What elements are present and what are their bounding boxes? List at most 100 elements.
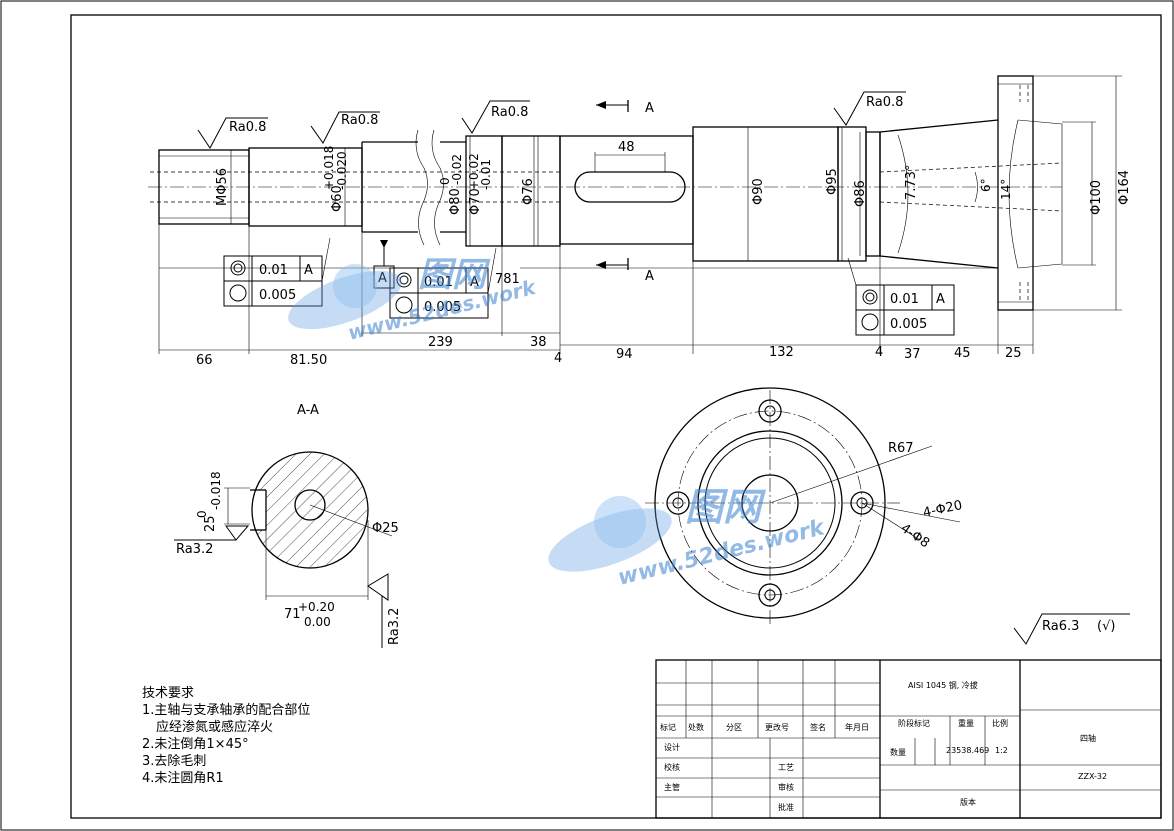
length-dimensions: 781 66 81.50 239 38 4 94 132 4 37 45 25 [158, 224, 1034, 368]
dim-38: 38 [530, 335, 547, 350]
dim-239: 239 [428, 335, 453, 350]
keyway-slot [574, 171, 686, 203]
section-depth-tol-low: 0.00 [304, 615, 331, 629]
tolerance-frame-2: A 0.01 A 0.005 [373, 240, 497, 319]
tol-f2-ref: A [470, 275, 479, 290]
dim-m56: MΦ56 [215, 168, 230, 206]
dim-4a: 4 [554, 351, 562, 366]
tol-datum-a: A [378, 271, 387, 286]
roughness-general: Ra6.3 [1042, 619, 1079, 634]
bolt-hole-top [758, 399, 782, 423]
dim-d80-tol-low: 0 [438, 177, 452, 185]
dim-d80: Φ80 [448, 188, 463, 215]
tb-drawing-no: ZZX-32 [1078, 772, 1107, 781]
note-item: 2.未注倒角1×45° [142, 737, 249, 752]
tb-h-count: 处数 [688, 722, 704, 732]
dim-d60-tol-up: +0.018 [322, 146, 336, 190]
dim-81-50: 81.50 [290, 353, 327, 368]
tb-design: 设计 [664, 742, 680, 752]
section-depth: 71 [284, 607, 301, 622]
section-outline [251, 451, 369, 569]
dim-781: 781 [495, 272, 520, 287]
tol-f1-value: 0.01 [259, 263, 288, 278]
tb-h-stage: 阶段标记 [898, 718, 930, 728]
dim-angle-6: 6° [979, 178, 993, 192]
tb-h-scale: 比例 [992, 718, 1008, 728]
note-item: 1.主轴与支承轴承的配合部位 [142, 703, 311, 718]
dim-d100: Φ100 [1089, 180, 1104, 215]
tb-quantity: 数量 [890, 747, 906, 757]
dim-4b: 4 [875, 345, 883, 360]
break-line [415, 129, 428, 246]
tb-material: AISI 1045 钢, 冷拔 [908, 680, 978, 690]
diameter-dimensions: MΦ56 Φ60 +0.018 -0.020 Φ80 0 -0.02 Φ70 +… [215, 75, 1132, 311]
watermark-globe-icon [288, 270, 402, 330]
section-key-tol-low: -0.018 [209, 471, 223, 510]
section-roughness-1: Ra3.2 [176, 542, 213, 557]
technical-notes: 技术要求 1.主轴与支承轴承的配合部位 应经渗氮或感应淬火 2.未注倒角1×45… [142, 685, 310, 787]
dim-d95: Φ95 [825, 168, 840, 195]
title-block: AISI 1045 钢, 冷拔 四轴 ZZX-32 标记 处数 分区 更改号 签… [655, 659, 1162, 819]
dim-37: 37 [904, 347, 921, 362]
tb-weight: 23538.469 [946, 746, 989, 755]
watermark: 图网 www.52des.work 图网 www.52des.work [288, 255, 828, 591]
tolerance-frame-3: 0.01 A 0.005 [847, 257, 955, 336]
flange-holes-8: 4-Φ8 [898, 521, 932, 551]
section-view-a-a: A-A Φ25 25 0 -0.018 71 +0.20 0.00 Ra3.2 … [174, 403, 402, 648]
cut-label-bottom: A [645, 269, 654, 284]
roughness-general-suffix: (√) [1097, 619, 1115, 634]
flange-end-view: R67 4-Φ20 4-Φ8 [645, 387, 964, 625]
tol-f1b-value: 0.005 [259, 288, 296, 303]
dim-d70-tol-low: -0.01 [479, 159, 493, 190]
section-key-width: 25 [203, 515, 218, 532]
dim-d60: Φ60 [330, 185, 345, 212]
tb-check: 校核 [664, 762, 680, 772]
dim-d60-tol-low: -0.020 [335, 151, 349, 190]
dim-angle-14: 14° [999, 179, 1013, 200]
notes-title: 技术要求 [142, 686, 195, 701]
tb-approve: 批准 [778, 802, 794, 812]
tol-f3-ref: A [936, 292, 945, 307]
tb-h-change: 更改号 [765, 722, 789, 732]
watermark-logo-2: 图网 [685, 485, 766, 529]
center-hole [294, 489, 326, 521]
tolerance-frame-1: 0.01 A 0.005 [223, 237, 331, 307]
dim-d80-tol-up: -0.02 [450, 154, 464, 185]
dim-25: 25 [1005, 346, 1022, 361]
section-title: A-A [297, 403, 319, 418]
keyway-dimension: 48 [594, 140, 666, 172]
tb-process: 工艺 [778, 763, 794, 772]
cut-label-top: A [645, 101, 654, 116]
dim-taper-angle: 7.73° [904, 165, 919, 200]
tol-f1-ref: A [304, 263, 313, 278]
flange-holes-20: 4-Φ20 [922, 498, 964, 521]
tb-version: 版本 [960, 797, 976, 807]
roughness-r1: Ra0.8 [229, 120, 266, 135]
flange-outer-circle [654, 387, 886, 619]
section-roughness-2: Ra3.2 [387, 608, 402, 645]
tol-f2-value: 0.01 [424, 275, 453, 290]
tb-h-date: 年月日 [845, 722, 869, 732]
tb-h-zone: 分区 [726, 723, 742, 732]
dim-d90: Φ90 [751, 178, 766, 205]
note-item: 4.未注圆角R1 [142, 771, 224, 786]
note-item: 应经渗氮或感应淬火 [156, 720, 274, 735]
dim-d70: Φ70 [468, 188, 483, 215]
dim-66: 66 [196, 353, 213, 368]
shaft-front-view [148, 75, 1063, 311]
dim-d86: Φ86 [853, 180, 868, 207]
note-item: 3.去除毛刺 [142, 754, 207, 769]
roughness-r4: Ra0.8 [866, 95, 903, 110]
roughness-r2: Ra0.8 [341, 113, 378, 128]
tol-f2b-value: 0.005 [424, 300, 461, 315]
dim-d76: Φ76 [521, 178, 536, 205]
tol-f3b-value: 0.005 [890, 317, 927, 332]
bolt-hole-bottom [758, 583, 782, 607]
dim-94: 94 [616, 347, 633, 362]
tb-h-weight: 重量 [958, 718, 974, 728]
dim-132: 132 [769, 345, 794, 360]
section-cut-markers: A A [596, 100, 654, 284]
flange-end [997, 75, 1034, 311]
tb-scale: 1:2 [995, 746, 1008, 755]
